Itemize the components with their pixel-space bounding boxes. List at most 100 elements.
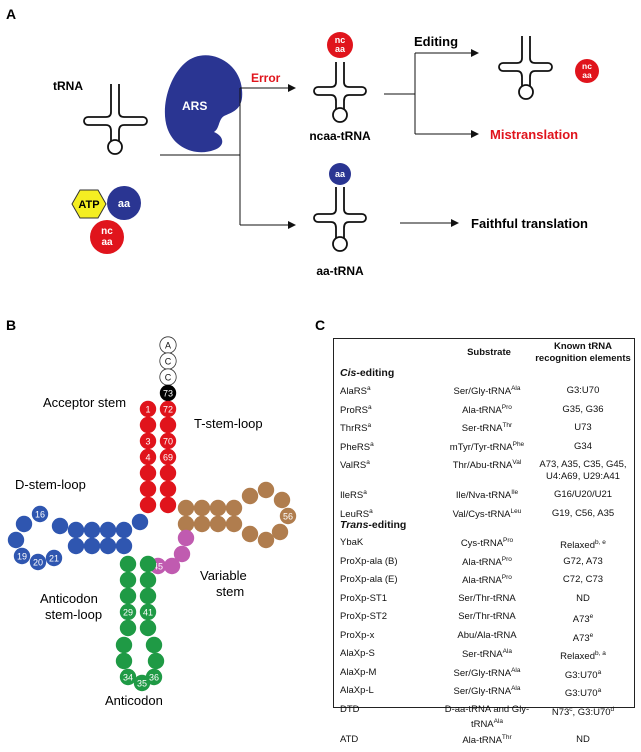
recognition-cell: G16/U20/U21 bbox=[553, 489, 613, 500]
d-stem-nucleotide bbox=[115, 521, 133, 539]
ncaa-attached-bottom: aa bbox=[335, 44, 346, 54]
error-label: Error bbox=[251, 71, 281, 85]
substrate-cell: Ser/Thr-tRNA bbox=[458, 592, 516, 604]
released-ncaa-top: nc bbox=[582, 61, 592, 71]
t-stem-nucleotide bbox=[225, 515, 243, 533]
ncaa-label-bottom: aa bbox=[101, 237, 113, 248]
nucleotide-number: 70 bbox=[163, 436, 173, 446]
anticodon-stem-nucleotide bbox=[139, 619, 157, 637]
substrate-cell: Ser/Thr-tRNA bbox=[458, 611, 516, 622]
ncaa-trna-label: ncaa-tRNA bbox=[309, 129, 371, 143]
editing-label: Editing bbox=[414, 34, 458, 49]
ars-enzyme-icon bbox=[164, 55, 243, 153]
trans-editing-heading: Trans-editing bbox=[340, 519, 407, 531]
anticodon-stem-nucleotide bbox=[119, 571, 137, 589]
anticodon-stem-nucleotide bbox=[119, 555, 137, 573]
t-stem-nucleotide bbox=[193, 499, 211, 517]
aa-trna-icon bbox=[313, 187, 367, 252]
nucleotide-number: 36 bbox=[149, 672, 159, 682]
acceptor-stem-nucleotide bbox=[139, 432, 157, 450]
d-loop-nucleotide bbox=[15, 515, 33, 533]
recognition-header-1: Known tRNA bbox=[553, 341, 613, 352]
substrate-cell: Ala-tRNAPro bbox=[462, 574, 512, 587]
enzyme-name: ProRSa bbox=[340, 403, 372, 416]
enzyme-name: ValRSa bbox=[340, 459, 370, 472]
atp-label: ATP bbox=[78, 199, 99, 211]
acceptor-stem-nucleotide bbox=[159, 448, 177, 466]
substrate-cell: mTyr/Tyr-tRNAPhe bbox=[449, 440, 525, 453]
substrate-header: Substrate bbox=[467, 347, 511, 358]
nucleotide-number: 20 bbox=[33, 557, 43, 567]
t-stem-nucleotide bbox=[225, 499, 243, 517]
acceptor-stem-nucleotide bbox=[139, 496, 157, 514]
acceptor-stem-nucleotide bbox=[139, 416, 157, 434]
enzyme-name: AlaRSa bbox=[340, 385, 371, 398]
ncaa-circle-icon bbox=[90, 220, 124, 254]
editing-enzymes-table: Substrate Known tRNA recognition element… bbox=[333, 338, 635, 746]
editing-arrows bbox=[384, 49, 479, 138]
enzyme-name: DTD bbox=[340, 703, 360, 715]
released-ncaa-icon bbox=[575, 59, 599, 83]
d-loop-nucleotide bbox=[29, 553, 47, 571]
recognition-header-2: recognition elements bbox=[535, 353, 631, 364]
substrate-cell: Ala-tRNAPro bbox=[462, 555, 512, 568]
trna-editing-diagram: A tRNA ARS ATP aa nc aa Error nc aa n bbox=[6, 6, 599, 708]
recognition-cell: G3:U70a bbox=[564, 668, 602, 681]
nucleotide-number: 19 bbox=[17, 551, 27, 561]
recognition-cell: A73, A35, C35, G45,U4:A69, U29:A41 bbox=[539, 459, 627, 482]
substrate-cell: Ser/Gly-tRNAAla bbox=[453, 666, 521, 679]
t-loop-nucleotide bbox=[279, 507, 297, 525]
enzyme-name: ProXp-ST2 bbox=[340, 611, 387, 622]
acceptor-stem-nucleotide bbox=[139, 464, 157, 482]
t-loop-nucleotide bbox=[257, 481, 275, 499]
ncaa-attached-top: nc bbox=[335, 35, 346, 45]
nucleotide-number: C bbox=[165, 356, 172, 366]
recognition-cell: G3:U70a bbox=[564, 687, 602, 700]
panel-b-label: B bbox=[6, 317, 16, 333]
enzyme-name: YbaK bbox=[340, 537, 364, 548]
stem-label: stem bbox=[216, 584, 244, 599]
nucleotide-number: 21 bbox=[49, 553, 59, 563]
enzyme-name: ATD bbox=[340, 733, 359, 745]
nucleotide-number: 4 bbox=[145, 452, 150, 462]
aa-attached-icon bbox=[329, 163, 351, 185]
substrate-cell: Ser/Gly-tRNAAla bbox=[453, 385, 521, 398]
d-stem-nucleotide bbox=[99, 521, 117, 539]
recognition-cell: G34 bbox=[574, 440, 592, 452]
variable-loop-nucleotide bbox=[173, 545, 191, 563]
nucleotide-number: 45 bbox=[153, 561, 163, 571]
enzyme-name: AlaXp-L bbox=[340, 685, 374, 696]
acceptor-stem-nucleotide bbox=[159, 400, 177, 418]
anticodon-stem-nucleotide bbox=[139, 587, 157, 605]
substrate-cell: Val/Cys-tRNALeu bbox=[452, 507, 522, 520]
anticodon-stem-loop-label-1: Anticodon bbox=[40, 591, 98, 606]
anticodon-loop-nucleotide bbox=[115, 652, 133, 670]
t-stem-nucleotide bbox=[177, 515, 195, 533]
nucleotide-number: 3 bbox=[145, 436, 150, 446]
nucleotide-number: 41 bbox=[143, 607, 153, 617]
recognition-cell: ND bbox=[576, 733, 590, 745]
ncaa-label-top: nc bbox=[101, 226, 113, 237]
aa-trna-label: aa-tRNA bbox=[316, 264, 364, 278]
anticodon-loop-nucleotide bbox=[145, 668, 163, 686]
recognition-cell: Relaxedb, a bbox=[560, 650, 606, 663]
acceptor-stem-nucleotide bbox=[159, 432, 177, 450]
anticodon-loop-nucleotide bbox=[119, 668, 137, 686]
anticodon-stem-nucleotide bbox=[139, 555, 157, 573]
d-stem-loop-label: D-stem-loop bbox=[15, 477, 86, 492]
recognition-cell: A73e bbox=[572, 613, 594, 626]
nucleotide-number: 35 bbox=[137, 678, 147, 688]
cis-editing-heading: Cis-editing bbox=[340, 367, 395, 379]
d-loop-nucleotide bbox=[31, 505, 49, 523]
aa-label: aa bbox=[118, 198, 131, 210]
nucleotide-number: 29 bbox=[123, 607, 133, 617]
